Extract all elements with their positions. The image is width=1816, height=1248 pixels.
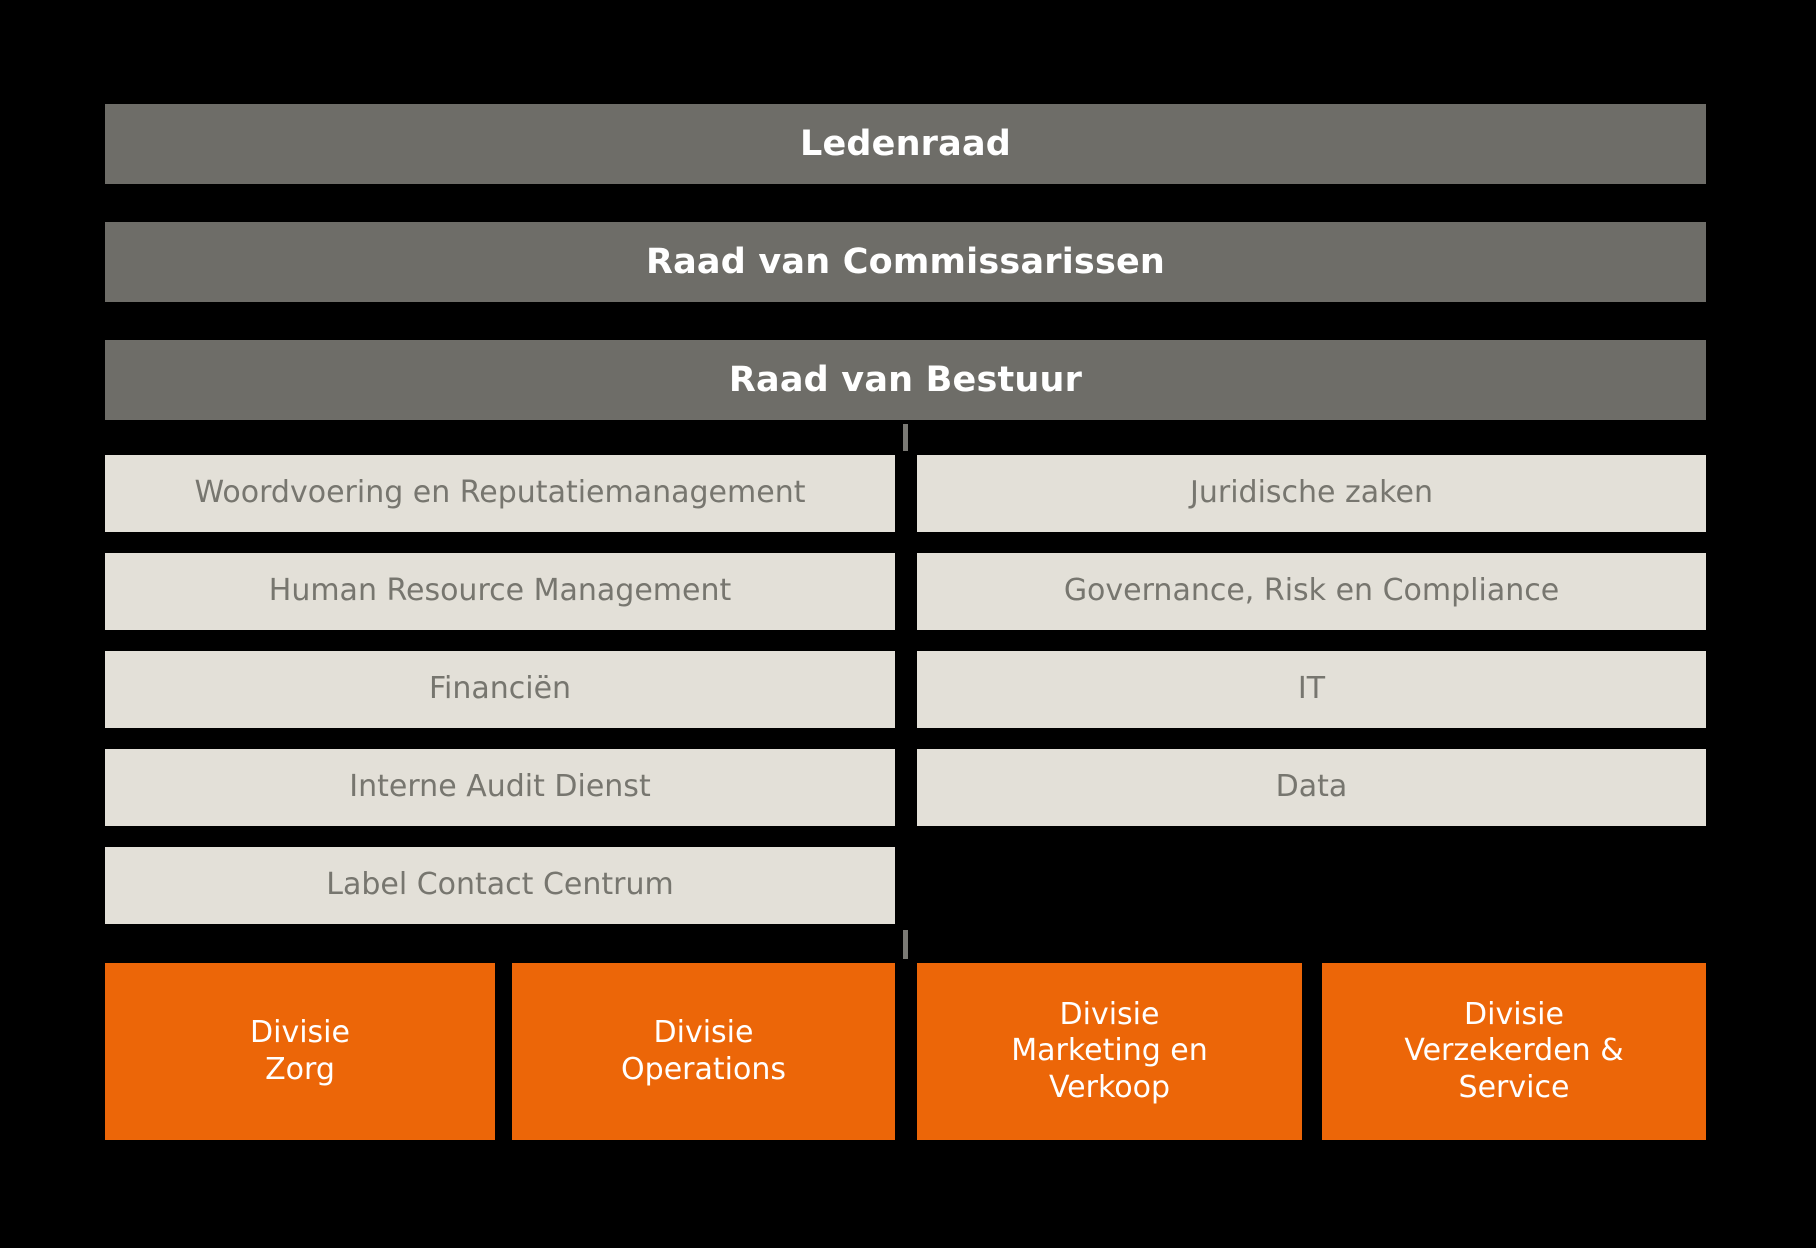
department-box-label-contact-centrum: Label Contact Centrum [105,847,895,924]
department-box-juridische-zaken: Juridische zaken [917,455,1706,532]
division-box-operations: Divisie Operations [512,963,895,1140]
department-box-it: IT [917,651,1706,728]
department-box-woordvoering-en-reputatiemanagement: Woordvoering en Reputatiemanagement [105,455,895,532]
department-box-financien: Financiën [105,651,895,728]
department-box-governance-risk-en-compliance: Governance, Risk en Compliance [917,553,1706,630]
division-box-zorg: Divisie Zorg [105,963,495,1140]
connector-line-departments-to-divisions [903,930,908,959]
division-box-marketing-en-verkoop: Divisie Marketing en Verkoop [917,963,1302,1140]
governance-box-ledenraad: Ledenraad [105,104,1706,184]
department-box-data: Data [917,749,1706,826]
governance-box-raad-van-commissarissen: Raad van Commissarissen [105,222,1706,302]
division-box-verzekerden-en-service: Divisie Verzekerden & Service [1322,963,1706,1140]
connector-line-bestuur-to-departments [903,424,908,451]
department-box-interne-audit-dienst: Interne Audit Dienst [105,749,895,826]
department-box-human-resource-management: Human Resource Management [105,553,895,630]
governance-box-raad-van-bestuur: Raad van Bestuur [105,340,1706,420]
